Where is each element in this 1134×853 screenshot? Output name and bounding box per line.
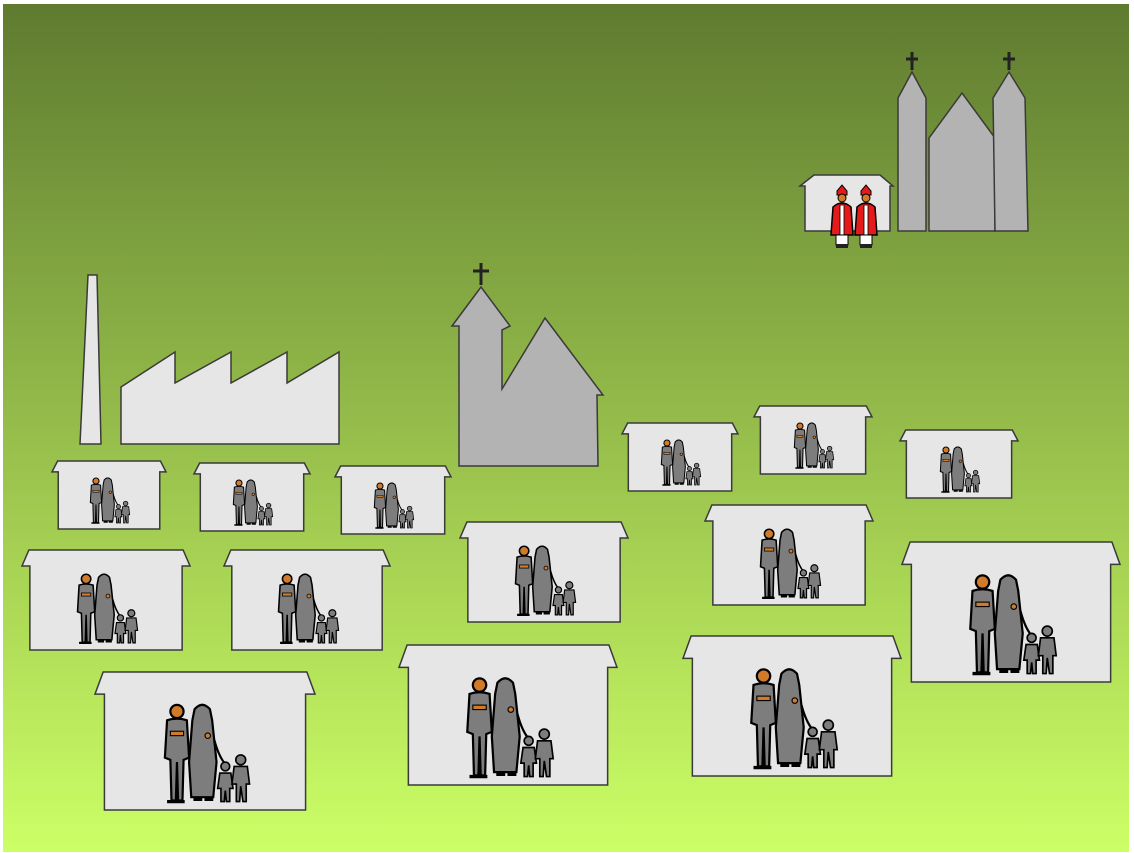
family-house (52, 461, 166, 529)
family-house (683, 636, 901, 776)
family-house (900, 430, 1018, 498)
family-house (22, 550, 190, 650)
family-house (335, 466, 451, 534)
family-house (754, 406, 872, 474)
family-house (460, 522, 628, 622)
family-house (95, 672, 315, 810)
family-house (224, 550, 390, 650)
family-house (705, 505, 873, 605)
family-house (902, 542, 1120, 682)
family-house (622, 423, 738, 491)
family-house (399, 645, 617, 785)
family-house (194, 463, 310, 531)
